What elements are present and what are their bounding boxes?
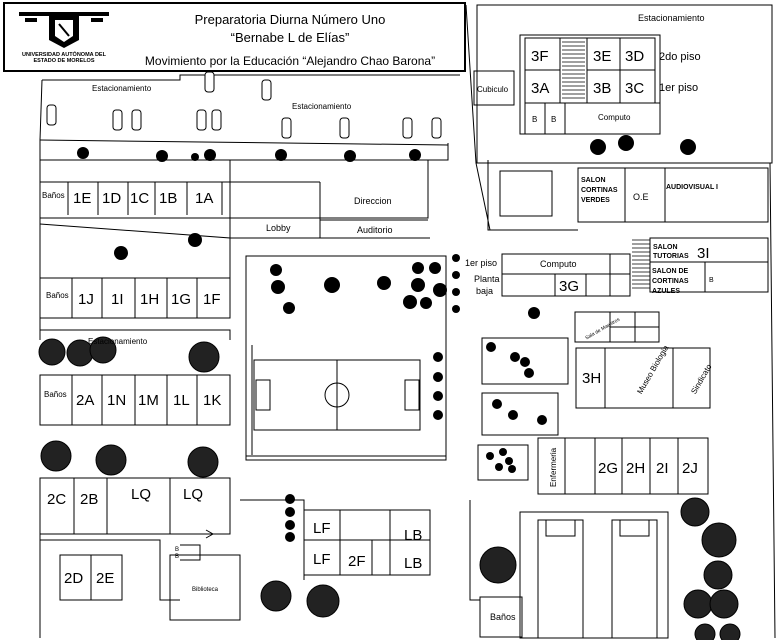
room-3E: 3E — [593, 48, 611, 65]
label-salon-verdes-3: VERDES — [581, 197, 610, 204]
label-planta-2: baja — [476, 286, 493, 296]
label-salon-verdes-2: CORTINAS — [581, 187, 618, 194]
label-salon-verdes-1: SALON — [581, 177, 606, 184]
label-planta-1: Planta — [474, 274, 500, 284]
label-cubiculo: Cubiculo — [477, 85, 509, 94]
room-2I: 2I — [656, 460, 669, 477]
logo-emblem-icon — [19, 12, 109, 48]
label-computo-top: Computo — [598, 113, 631, 122]
room-1H: 1H — [140, 291, 159, 308]
room-1B: 1B — [159, 190, 177, 207]
room-1I: 1I — [111, 291, 124, 308]
label-tutorias-2: TUTORIAS — [653, 253, 689, 260]
room-3C: 3C — [625, 80, 644, 97]
room-1M: 1M — [138, 392, 159, 409]
room-3A: 3A — [531, 80, 549, 97]
label-parking-top-left: Estacionamiento — [92, 84, 152, 93]
room-2C: 2C — [47, 491, 66, 508]
label-parking-top-right: Estacionamiento — [638, 13, 705, 23]
room-1E: 1E — [73, 190, 91, 207]
room-2G: 2G — [598, 460, 618, 477]
room-LF-2: LF — [313, 551, 331, 568]
label-enfermeria: Enfermeria — [549, 447, 558, 487]
room-LQ-2: LQ — [183, 486, 203, 503]
label-auditorio: Auditorio — [357, 225, 393, 235]
room-2E: 2E — [96, 570, 114, 587]
label-azules-1: SALON DE — [652, 268, 689, 275]
room-1F: 1F — [203, 291, 221, 308]
label-banos-bottom: Baños — [490, 612, 516, 622]
room-3F: 3F — [531, 48, 549, 65]
room-b2: B — [551, 115, 556, 124]
label-direccion: Direccion — [354, 196, 392, 206]
room-2F: 2F — [348, 553, 366, 570]
label-floor2: 2do piso — [659, 51, 701, 63]
room-2H: 2H — [626, 460, 645, 477]
room-3B: 3B — [593, 80, 611, 97]
label-azules-3: AZULES — [652, 288, 680, 295]
label-tutorias-1: SALON — [653, 244, 678, 251]
room-b1: B — [532, 115, 537, 124]
logo-text-line-1: UNIVERSIDAD AUTÓNOMA DEL — [22, 52, 106, 58]
school-subtitle: “Bernabe L de Elías” — [230, 30, 350, 45]
room-1J: 1J — [78, 291, 94, 308]
room-LQ-1: LQ — [131, 486, 151, 503]
room-3I: 3I — [697, 245, 710, 262]
room-3G: 3G — [559, 278, 579, 295]
label-computo-mid: Computo — [540, 259, 577, 269]
room-1L: 1L — [173, 392, 190, 409]
label-parking-top-mid: Estacionamiento — [292, 102, 352, 111]
logo-text-line-2: ESTADO DE MORELOS — [33, 58, 95, 64]
parking-boundary — [39, 139, 449, 160]
label-banos-1: Baños — [42, 191, 65, 200]
room-LB-1: LB — [404, 527, 422, 544]
school-name: Preparatoria Diurna Número Uno — [194, 12, 386, 27]
label-museo: Museo Biologia — [635, 343, 670, 395]
label-sala-maestros: Sala de Maestros — [584, 316, 621, 341]
room-b5: B — [709, 277, 714, 284]
label-parking-left-mid: Estacionamiento — [88, 337, 148, 346]
room-3D: 3D — [625, 48, 644, 65]
room-LB-2: LB — [404, 555, 422, 572]
room-3H: 3H — [582, 370, 601, 387]
room-1N: 1N — [107, 392, 126, 409]
block-3-building — [476, 4, 773, 164]
label-oe: O.E — [633, 192, 649, 202]
room-LF-1: LF — [313, 520, 331, 537]
room-2B: 2B — [80, 491, 98, 508]
room-2D: 2D — [64, 570, 83, 587]
map-header: UNIVERSIDAD AUTÓNOMA DEL ESTADO DE MOREL… — [3, 2, 466, 72]
label-floor1: 1er piso — [659, 82, 698, 94]
label-audiovisual: AUDIOVISUAL I — [666, 184, 718, 191]
label-floor1-mid: 1er piso — [465, 258, 497, 268]
room-1D: 1D — [102, 190, 121, 207]
label-lobby: Lobby — [266, 223, 291, 233]
room-2A: 2A — [76, 392, 94, 409]
room-1A: 1A — [195, 190, 213, 207]
logo-text: UNIVERSIDAD AUTÓNOMA DEL ESTADO DE MOREL… — [19, 52, 109, 64]
room-1C: 1C — [130, 190, 149, 207]
label-azules-2: CORTINAS — [652, 278, 689, 285]
movement-title: Movimiento por la Educación “Alejandro C… — [144, 54, 436, 68]
label-banos-2: Baños — [46, 291, 69, 300]
room-b4: B — [175, 554, 179, 560]
room-1G: 1G — [171, 291, 191, 308]
room-b3: B — [175, 547, 179, 553]
room-2J: 2J — [682, 460, 698, 477]
room-1K: 1K — [203, 392, 221, 409]
label-biblioteca: Biblioteca — [192, 587, 219, 593]
university-logo: UNIVERSIDAD AUTÓNOMA DEL ESTADO DE MOREL… — [19, 10, 109, 70]
label-banos-3: Baños — [44, 390, 67, 399]
